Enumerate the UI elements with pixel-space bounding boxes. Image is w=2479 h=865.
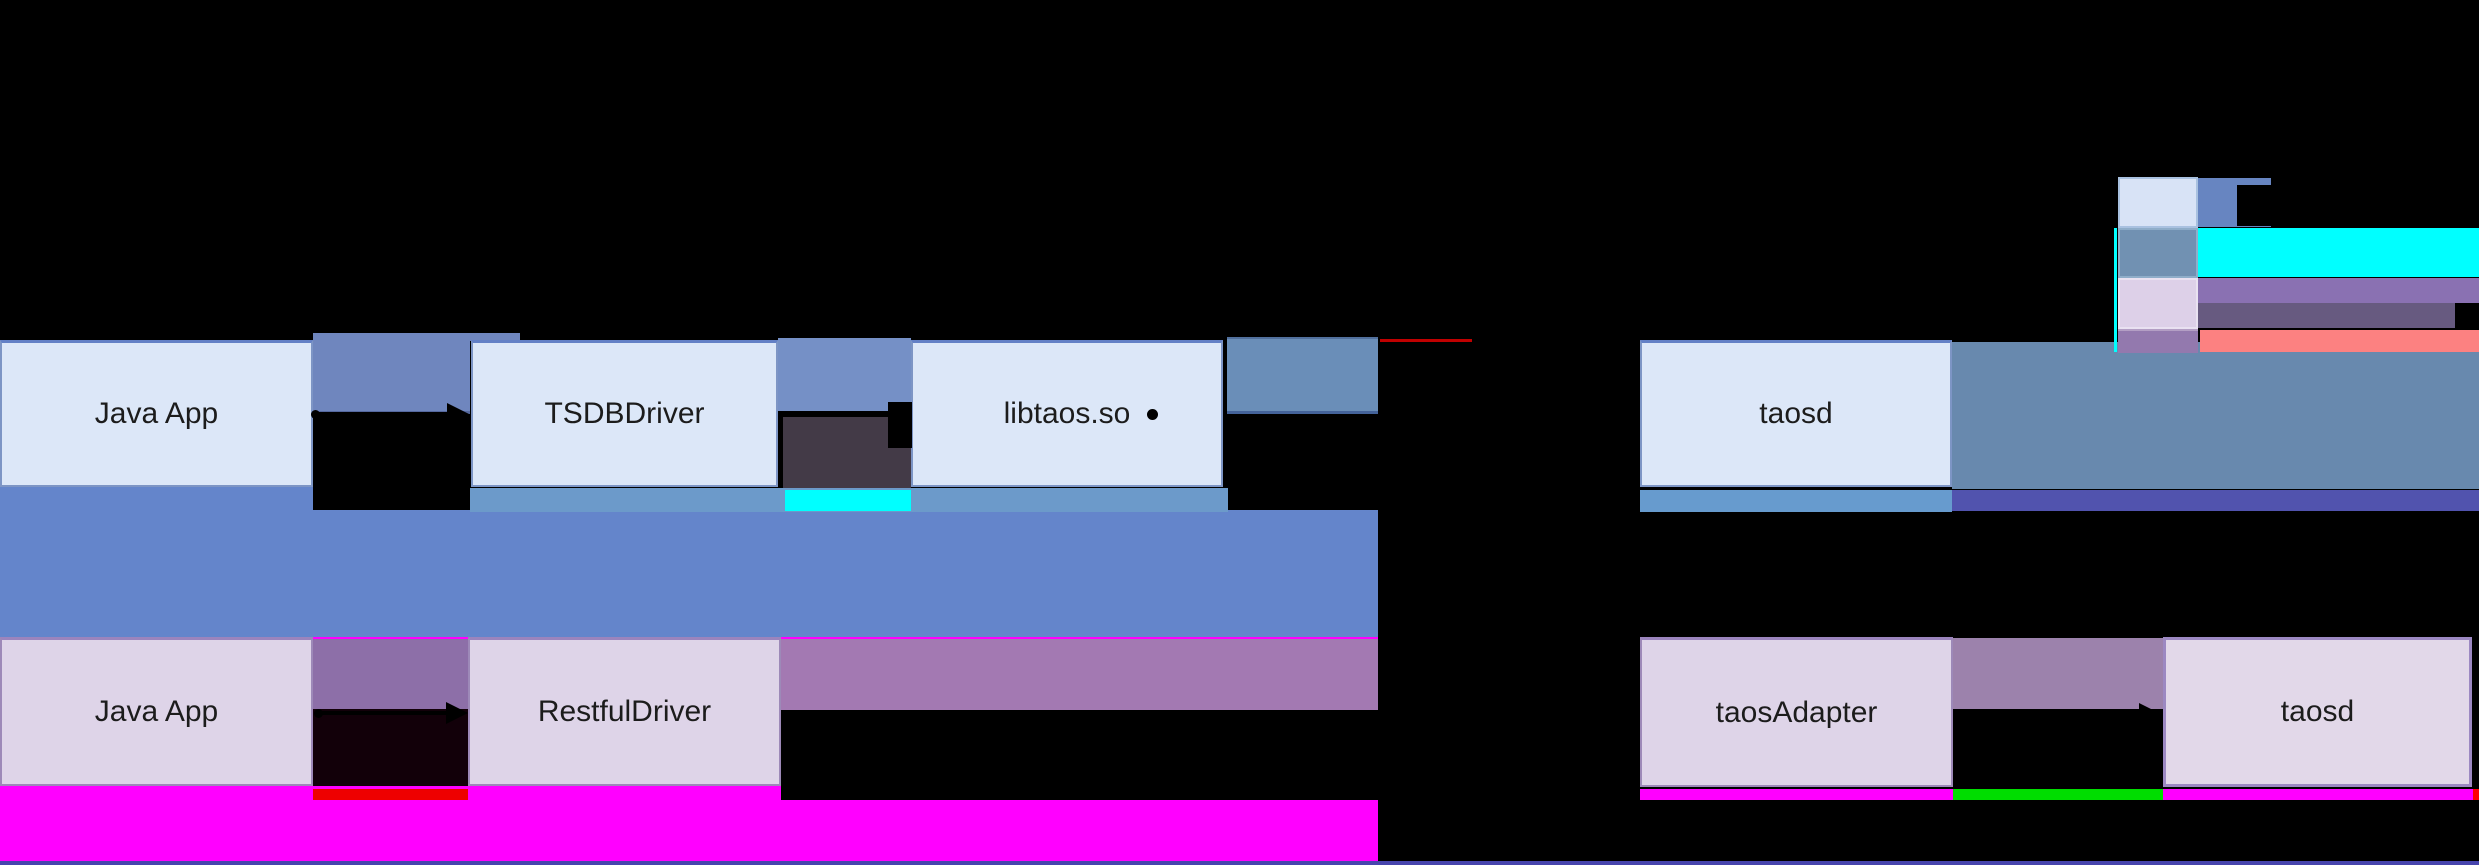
taosd-steel-strip [1640, 490, 1952, 512]
jni-right-fill [1227, 337, 1378, 414]
jni-cyan-strip [785, 490, 911, 511]
node-taosd-rest-label: taosd [2280, 695, 2355, 728]
legend-label-fragment-1 [2237, 185, 2271, 226]
legend-swatch-lavender [2118, 278, 2198, 329]
jni-arrow1-line [315, 412, 447, 416]
rest-red-strip [313, 789, 468, 800]
rest-gap2-purple-fill [1953, 638, 2163, 709]
rest-arrow2-head [1615, 702, 1639, 726]
node-tsdb-driver-label: TSDBDriver [544, 397, 705, 430]
taosd-steel-band [1952, 342, 2479, 489]
rest-arrow1-line [317, 711, 447, 715]
legend-cyan-line-sample [2198, 228, 2479, 277]
taosd-indigo-strip [1952, 490, 2479, 511]
bottom-indigo-strip [0, 861, 2479, 865]
jni-red-line [1380, 339, 1472, 342]
rest-arrow2-line [783, 711, 1616, 715]
node-java-app-jni: Java App [0, 340, 313, 487]
node-java-app-rest-label: Java App [94, 695, 219, 728]
node-taos-adapter-label: taosAdapter [1715, 695, 1878, 729]
node-java-app-rest: Java App [0, 637, 313, 786]
legend-label-fragment-2 [2198, 303, 2455, 328]
legend [2114, 176, 2479, 353]
legend-salmon-line-sample [2200, 330, 2479, 352]
legend-swatch-light-blue [2118, 177, 2198, 228]
jni-arrow2-head-block [888, 402, 912, 448]
node-tsdb-driver: TSDBDriver [471, 340, 778, 487]
jni-arrow3-head [1618, 403, 1640, 425]
node-taosd-jni: taosd [1640, 340, 1952, 487]
rest-magenta-top-line [313, 637, 1378, 639]
jni-band-left [0, 485, 313, 638]
jni-arrow1-head [447, 403, 469, 425]
legend-swatch-purple [2118, 329, 2198, 353]
jni-band-main [313, 510, 1378, 638]
node-taosd-rest: taosd [2163, 637, 2472, 787]
jni-arrow2-line [781, 412, 889, 416]
rest-arrow1-head [446, 702, 468, 724]
legend-cyan-sliver [2114, 228, 2117, 352]
adapter-magenta-strip [1640, 789, 1953, 800]
rest-purple-band [781, 639, 1378, 710]
rest-magenta-band-right [781, 800, 1378, 862]
green-strip [1953, 789, 2163, 800]
legend-swatch-steel-blue [2118, 228, 2198, 278]
node-restful-driver: RestfulDriver [468, 637, 781, 786]
rest-arrow3-head [2139, 703, 2163, 727]
node-taosd-jni-label: taosd [1759, 397, 1833, 430]
taosd-rest-red-bit [2473, 789, 2479, 800]
node-java-app-jni-label: Java App [94, 397, 219, 430]
node-libtaos-label: libtaos.so [1003, 397, 1131, 430]
rest-gap1-purple-fill [313, 639, 470, 709]
jni-gap2-fill [778, 338, 911, 411]
libtaos-connector-dot [1147, 409, 1158, 420]
rest-gap1-dark-fill [313, 709, 470, 786]
node-taos-adapter: taosAdapter [1640, 637, 1953, 787]
taosd-rest-magenta-strip [2163, 789, 2473, 800]
legend-purple-line-sample [2198, 278, 2479, 303]
node-restful-driver-label: RestfulDriver [537, 695, 712, 728]
jni-gap1-fill [313, 333, 470, 414]
rest-arrow3-line [1957, 712, 2140, 716]
node-libtaos: libtaos.so [911, 340, 1223, 487]
